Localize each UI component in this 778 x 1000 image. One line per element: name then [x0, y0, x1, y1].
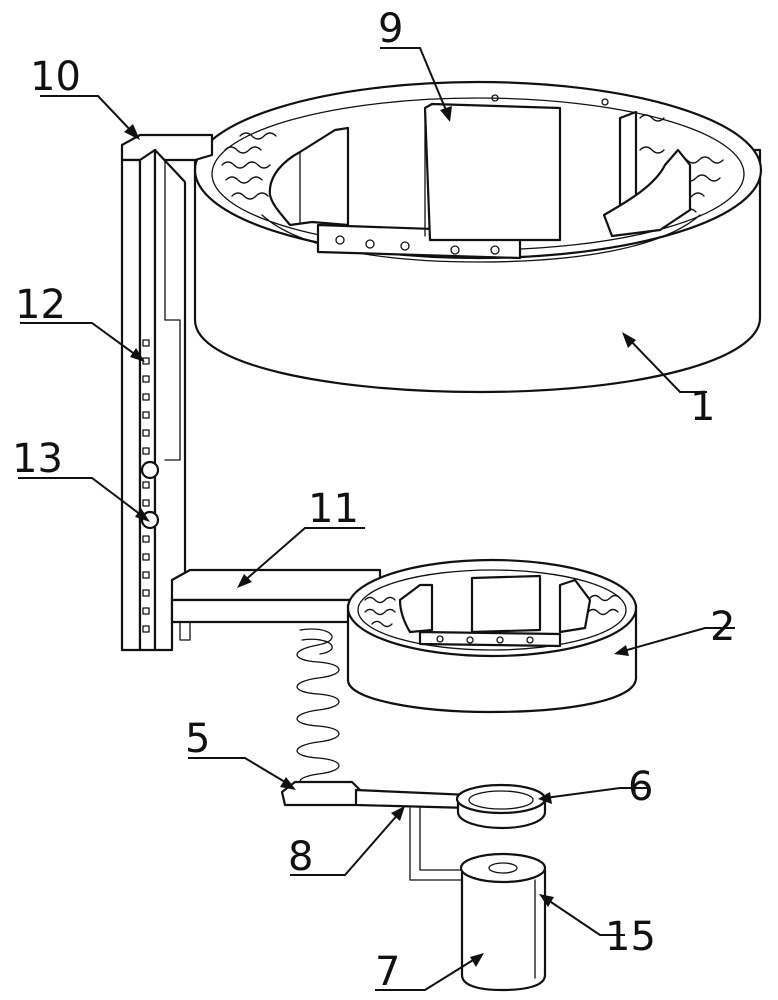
bolt-upper: [142, 462, 158, 478]
adjust-bar-left: [122, 160, 140, 650]
large-ring: [195, 82, 761, 392]
small-ring: [348, 560, 636, 712]
label-12: 12: [15, 282, 66, 328]
label-10: 10: [30, 54, 81, 100]
label-13: 13: [12, 436, 63, 482]
cylinder: [461, 854, 545, 990]
label-9: 9: [378, 6, 403, 52]
label-15: 15: [605, 914, 656, 960]
label-5: 5: [185, 716, 210, 762]
label-6: 6: [628, 764, 653, 810]
label-2: 2: [710, 604, 735, 650]
compression-spring: [297, 629, 339, 786]
label-1: 1: [690, 384, 715, 430]
label-7: 7: [375, 949, 400, 995]
label-8: 8: [288, 834, 313, 880]
label-11: 11: [308, 486, 359, 532]
